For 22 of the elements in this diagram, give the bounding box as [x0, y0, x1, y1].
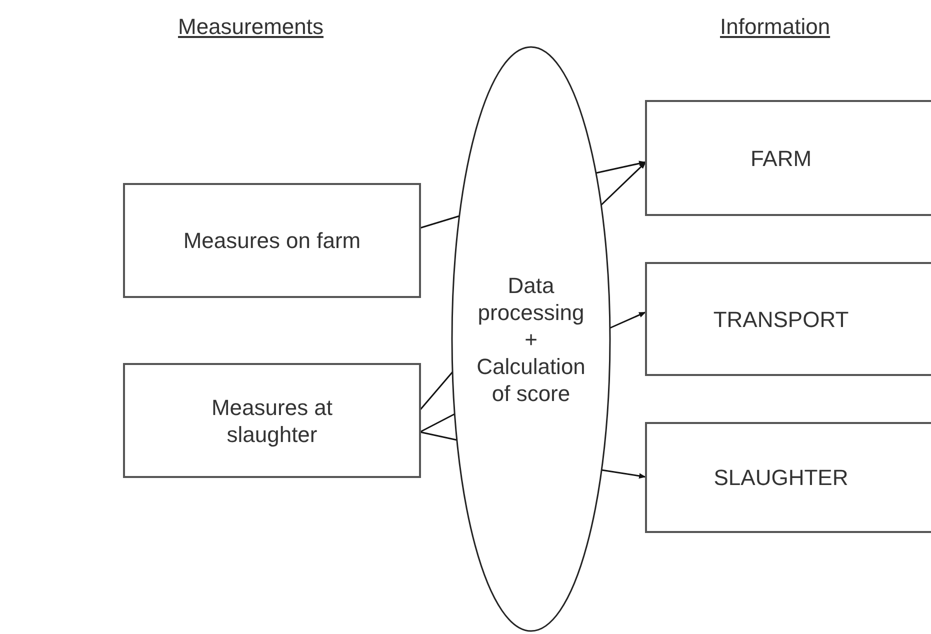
column-heading: Measurements: [178, 14, 324, 40]
node-label: Data processing + Calculation of score: [476, 272, 586, 406]
output-box: [645, 262, 931, 376]
arrow: [600, 161, 647, 206]
connector-line: [419, 372, 454, 410]
arrow: [596, 160, 646, 174]
arrow: [610, 311, 646, 329]
connector-line: [420, 431, 458, 441]
node-label: SLAUGHTER: [712, 464, 850, 491]
arrow: [601, 469, 646, 479]
column-heading: Information: [720, 14, 830, 40]
connector-line: [420, 215, 460, 229]
node-label: Measures on farm: [182, 227, 362, 254]
process-box: [123, 183, 421, 298]
node-label: TRANSPORT: [712, 306, 850, 332]
process-box: [123, 363, 421, 478]
connector-line: [420, 413, 455, 433]
output-box: [645, 100, 931, 216]
node-label: FARM: [749, 144, 813, 172]
process-ellipse: [451, 46, 611, 632]
output-box: [645, 422, 931, 533]
node-label: Measures at slaughter: [210, 394, 334, 448]
